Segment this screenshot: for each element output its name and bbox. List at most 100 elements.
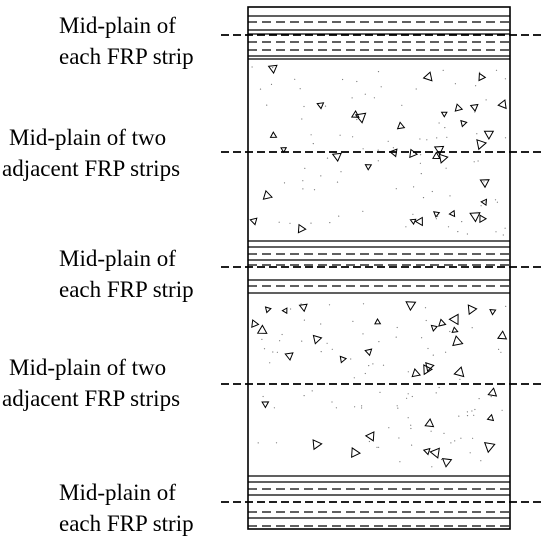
concrete-dot <box>496 201 498 203</box>
label-line-1: Mid-plain of <box>59 13 176 38</box>
concrete-dot <box>326 157 329 159</box>
concrete-dot <box>475 85 477 87</box>
concrete-dot <box>401 104 403 106</box>
concrete-dot <box>476 133 478 135</box>
concrete-dot <box>320 323 322 325</box>
concrete-dot <box>324 105 327 107</box>
concrete-dot <box>362 333 364 335</box>
concrete-dot <box>352 136 354 138</box>
aggregate-triangle <box>483 130 495 141</box>
concrete-dot <box>427 347 429 350</box>
concrete-dot <box>300 303 302 305</box>
aggregate-triangle <box>432 151 441 160</box>
aggregate-triangle <box>479 179 490 189</box>
concrete-dot <box>425 319 427 322</box>
concrete-dot <box>445 167 447 169</box>
concrete-dot <box>411 444 413 446</box>
aggregate-triangle <box>364 164 373 171</box>
concrete-dot <box>376 446 378 448</box>
concrete-dot <box>377 149 379 151</box>
concrete-dot <box>483 181 485 183</box>
concrete-dot <box>432 354 434 356</box>
concrete-dot <box>299 88 301 90</box>
concrete-dot <box>459 378 461 380</box>
aggregate-triangle <box>331 152 342 163</box>
concrete-dot <box>447 226 450 228</box>
concrete-dot <box>399 461 401 463</box>
concrete-dot <box>420 154 422 156</box>
concrete-dot <box>311 390 313 392</box>
concrete-dot <box>269 362 271 364</box>
aggregate-triangle <box>354 112 367 124</box>
concrete-dot <box>430 430 432 432</box>
aggregate-triangle <box>312 334 323 345</box>
concrete-dot <box>378 341 380 343</box>
aggregate-triangle <box>483 441 496 454</box>
aggregate-triangle <box>405 301 417 312</box>
concrete-dot <box>495 231 497 233</box>
concrete-dot <box>362 210 364 212</box>
concrete-dot <box>310 134 312 136</box>
concrete-dot <box>396 326 398 329</box>
aggregate-triangle <box>411 368 422 378</box>
aggregate-triangle <box>298 303 308 313</box>
label-line-1: Mid-plain of <box>59 246 176 271</box>
concrete-dot <box>289 222 291 224</box>
aggregate-triangle <box>438 318 447 327</box>
aggregate-triangle <box>269 131 278 138</box>
aggregate-triangle <box>497 330 508 340</box>
concrete-dot <box>471 327 473 329</box>
aggregate-triangle <box>487 387 498 397</box>
concrete-dot <box>478 398 480 400</box>
concrete-dot <box>372 363 374 365</box>
concrete-dot <box>278 221 280 223</box>
concrete-dot <box>495 69 498 71</box>
concrete-dot <box>351 97 353 99</box>
concrete-dot <box>410 427 412 430</box>
concrete-dot <box>442 69 444 71</box>
aggregate-triangle <box>414 216 423 227</box>
aggregate-triangle <box>364 431 375 442</box>
concrete-dot <box>445 464 447 466</box>
label-line-2: each FRP strip <box>59 44 194 69</box>
concrete-dot <box>485 99 487 101</box>
aggregate-triangle <box>454 103 464 112</box>
concrete-dot <box>407 417 409 419</box>
concrete-dot <box>304 167 306 169</box>
concrete-dot <box>331 348 333 350</box>
aggregate-triangle <box>262 189 273 200</box>
concrete-dot <box>281 333 283 336</box>
concrete-dot <box>435 392 437 394</box>
concrete-dot <box>437 215 439 217</box>
concrete-dot <box>257 442 259 444</box>
concrete-dot <box>273 407 275 409</box>
concrete-dot <box>350 358 352 360</box>
concrete-dot <box>310 222 312 224</box>
aggregate-triangle <box>422 71 433 82</box>
concrete-dot <box>435 218 437 220</box>
aggregate-triangle <box>364 348 373 357</box>
aggregate-triangle <box>497 99 507 110</box>
concrete-dot <box>380 86 382 88</box>
concrete-dot <box>500 351 502 353</box>
concrete-dot <box>275 442 278 444</box>
concrete-dot <box>419 138 421 140</box>
concrete-dot <box>356 118 358 121</box>
aggregate-triangle <box>476 139 488 151</box>
concrete-dot <box>320 351 322 353</box>
aggregate-triangle <box>251 319 260 328</box>
concrete-dot <box>301 118 303 120</box>
concrete-dot <box>335 407 337 409</box>
concrete-dot <box>413 186 415 188</box>
concrete-dot <box>480 460 482 462</box>
aggregate-triangle <box>423 364 433 376</box>
concrete-dot <box>466 233 468 235</box>
concrete-dot <box>398 437 400 439</box>
concrete-dot <box>339 134 341 136</box>
concrete-dot <box>454 440 456 442</box>
concrete-dot <box>449 330 451 333</box>
aggregate-triangle <box>469 103 479 113</box>
concrete-dot <box>354 406 356 408</box>
concrete-dot <box>460 437 462 439</box>
aggregate-triangle <box>284 352 294 361</box>
